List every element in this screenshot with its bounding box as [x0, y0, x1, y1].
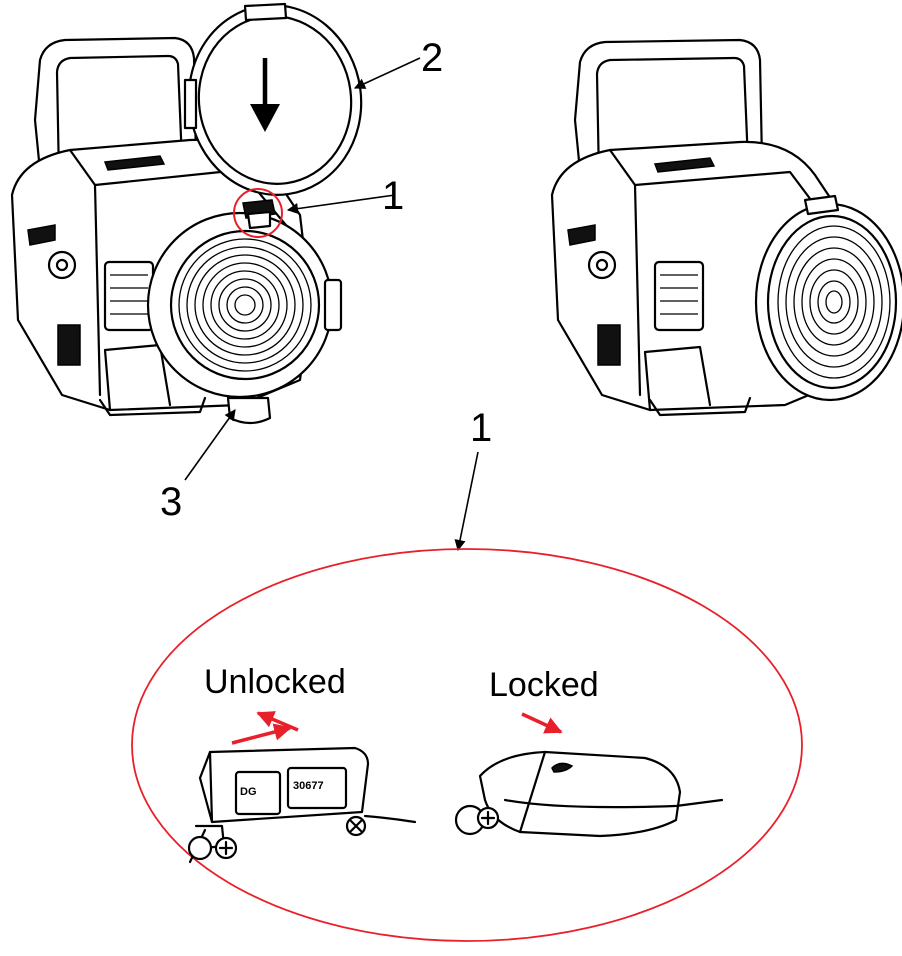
fresnel-lens-right [777, 225, 891, 379]
unlock-arrow-back [256, 711, 299, 732]
side-panel-left [103, 260, 155, 332]
fresnel-lens-left [178, 238, 312, 372]
part-text-left: DG [240, 786, 257, 798]
leader-3 [184, 409, 236, 481]
leader-1-top [286, 194, 396, 215]
lock-arrow [521, 712, 563, 734]
top-latch [242, 199, 276, 230]
leader-2 [353, 57, 421, 89]
latch-unlocked-detail [187, 746, 417, 864]
fixture-right [550, 38, 902, 417]
unlocked-caption: Unlocked [204, 663, 346, 701]
lens-frame-accessory [183, 2, 363, 196]
fixture-left [10, 2, 363, 425]
detail-magnify-ellipse [131, 548, 803, 942]
rear-vent-left [57, 324, 81, 366]
callout-1-top: 1 [382, 174, 405, 218]
callout-3: 3 [160, 480, 183, 524]
callout-2: 2 [421, 36, 444, 80]
locked-caption: Locked [489, 666, 599, 704]
tilt-lock-left [27, 224, 56, 246]
latch-locked-detail [454, 750, 724, 838]
leader-1-detail [454, 451, 479, 552]
top-vent-right [653, 157, 716, 173]
callout-1-detail: 1 [470, 406, 493, 450]
side-panel-right [653, 260, 705, 332]
top-vent-left [103, 155, 166, 171]
side-clip-left [323, 278, 343, 332]
unlock-arrow-forward [231, 723, 292, 745]
latch-highlight-circle [233, 188, 283, 238]
part-text-right: 30677 [293, 780, 324, 792]
insert-down-arrow-icon [250, 104, 280, 132]
